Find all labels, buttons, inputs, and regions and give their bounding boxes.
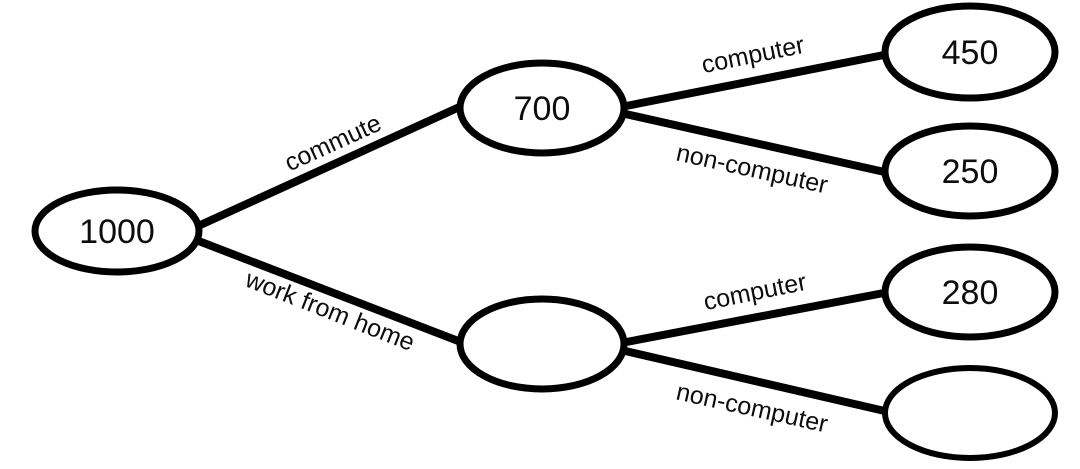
node-label-wfh-computer: 280 [942, 274, 999, 312]
node-commute-computer: 450 [881, 2, 1059, 102]
node-wfh-computer: 280 [881, 243, 1059, 341]
node-ellipse-commute-computer [881, 2, 1059, 102]
edge-label-root-wfh: work from home [241, 265, 419, 357]
node-ellipse-commute [456, 59, 628, 157]
edge-root-commute [192, 100, 470, 231]
node-wfh [456, 295, 628, 393]
node-ellipse-root [31, 186, 203, 276]
edge-wfh-noncomputer-edge [617, 346, 893, 416]
edge-label-commute-noncomputer-edge: non-computer [674, 139, 831, 200]
node-label-commute: 700 [514, 90, 571, 128]
edge-root-wfh [192, 236, 470, 348]
edge-wfh-computer-edge [617, 288, 893, 347]
node-commute-noncomputer: 250 [881, 122, 1059, 220]
edge-commute-computer-edge [617, 50, 893, 111]
node-label-commute-computer: 450 [942, 34, 999, 72]
node-ellipse-wfh-noncomputer [882, 365, 1058, 461]
edges-layer [192, 50, 893, 416]
node-ellipse-wfh-computer [881, 243, 1059, 341]
node-label-root: 1000 [79, 213, 155, 251]
node-ellipse-commute-noncomputer [881, 122, 1059, 220]
node-ellipse-wfh [456, 295, 628, 393]
node-root: 1000 [31, 186, 203, 276]
node-commute: 700 [456, 59, 628, 157]
nodes-layer: 1000 700 450 250 280 [31, 2, 1059, 461]
edge-commute-noncomputer-edge [617, 109, 893, 177]
edge-label-wfh-noncomputer-edge: non-computer [674, 378, 831, 439]
node-label-commute-noncomputer: 250 [942, 153, 999, 191]
node-wfh-noncomputer [882, 365, 1058, 461]
